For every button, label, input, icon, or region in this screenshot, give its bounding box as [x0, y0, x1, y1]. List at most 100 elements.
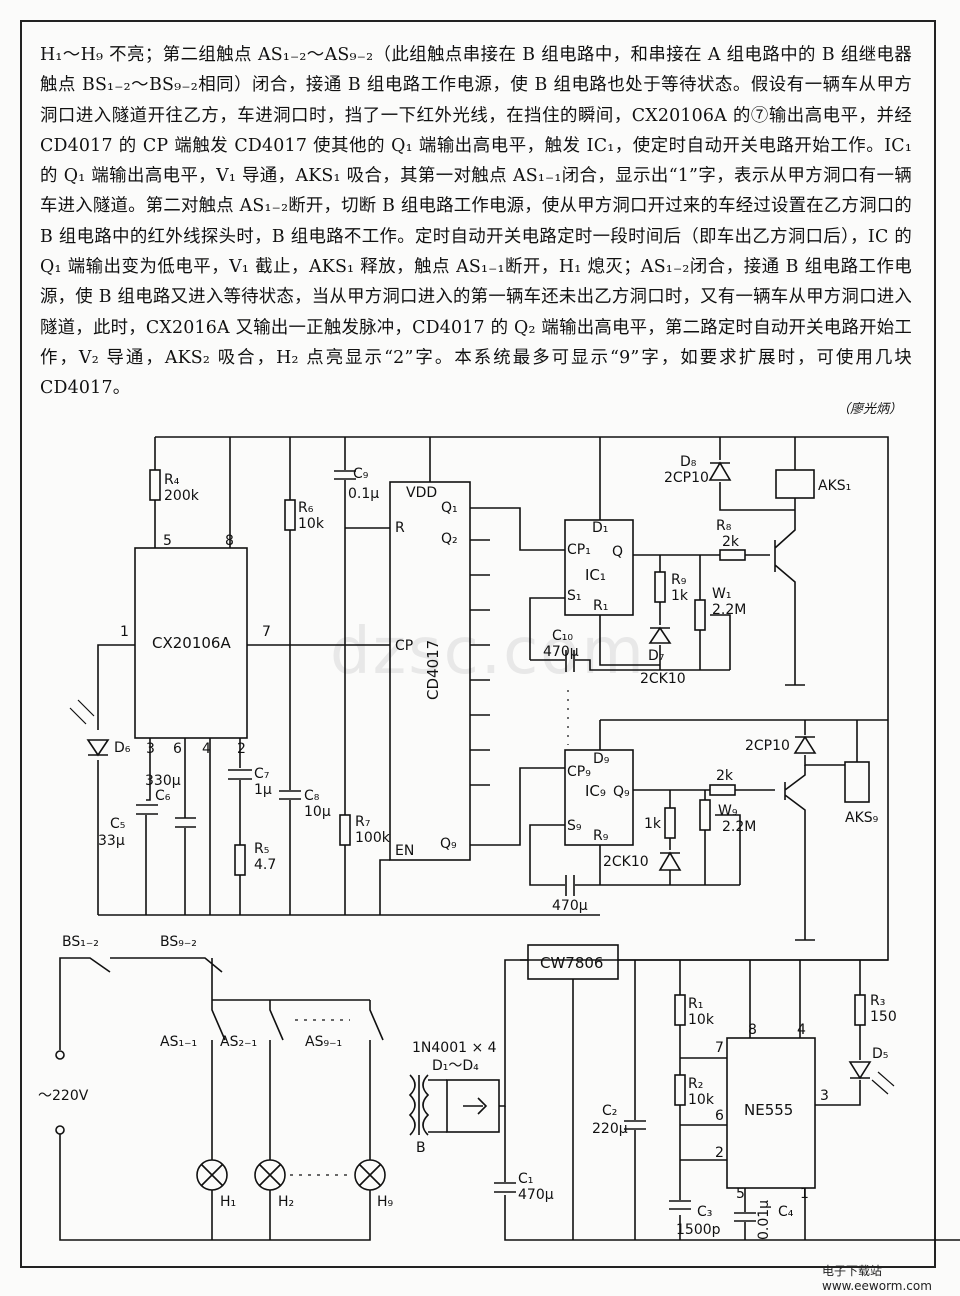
lamp-return — [59, 1134, 371, 1241]
r5-resistor — [234, 844, 246, 876]
c5-c6-caps — [136, 804, 196, 828]
r2k-resistor — [709, 784, 736, 796]
c4-cap — [734, 1212, 756, 1222]
c10-label: C₁₀ — [552, 628, 573, 644]
ic1-label: IC₁ — [585, 566, 606, 584]
as-contacts — [211, 999, 384, 1160]
r7-value: 100k — [355, 830, 391, 846]
r3-value: 150 — [870, 1009, 897, 1025]
r1k-resistor — [664, 807, 676, 839]
r8-resistor — [719, 549, 746, 561]
c9-cap — [334, 470, 356, 480]
c7-label: C₇ — [254, 766, 269, 782]
d8-wires — [719, 437, 795, 511]
cx20106a-label: CX20106A — [152, 634, 231, 652]
aks1-relay-coil — [775, 469, 815, 499]
ne-pin-6: 6 — [715, 1108, 724, 1124]
r6-label: R₆ — [298, 500, 314, 516]
w1-value: 2.2M — [712, 602, 746, 618]
cx-pin-2: 2 — [237, 741, 246, 757]
cx-pin-5: 5 — [163, 533, 172, 549]
c9-label: C₉ — [353, 466, 369, 482]
ic1-pin-r: R₁ — [593, 598, 608, 614]
cd-pin-q1: Q₁ — [441, 500, 458, 516]
d8-value: 2CP10 — [664, 470, 709, 486]
r2-resistor — [674, 1074, 686, 1106]
d2cp-label: 2CP10 — [745, 738, 790, 754]
cd-pin-q2: Q₂ — [441, 531, 458, 547]
r2-label: R₂ — [688, 1076, 703, 1092]
lamp-h2 — [254, 1159, 286, 1191]
c9-value: 0.1μ — [348, 486, 379, 502]
v1-transistor — [774, 437, 796, 685]
ne555-label: NE555 — [744, 1101, 793, 1119]
ic1-c10-wire — [530, 659, 730, 671]
ne555-wires — [679, 960, 806, 1240]
r2k-label: 2k — [716, 768, 734, 784]
ic1-pin-cp: CP₁ — [567, 542, 591, 558]
bridge-diode-symbol — [463, 1097, 488, 1115]
w9-wiper — [715, 814, 741, 885]
c6-value: 330μ — [145, 773, 181, 789]
bridge-label: 1N4001 × 4 — [412, 1040, 497, 1056]
d7-label: D₇ — [648, 648, 664, 664]
ic9-label: IC₉ — [585, 782, 606, 800]
lamp-h9 — [354, 1159, 386, 1191]
r5-value: 4.7 — [254, 857, 276, 873]
d6-light-arrows — [69, 699, 95, 725]
c2-value: 220μ — [592, 1121, 628, 1137]
r2-value: 10k — [688, 1092, 715, 1108]
d2ck-label: 2CK10 — [603, 854, 649, 870]
d8-label: D₈ — [680, 454, 697, 470]
c4-value: 0.01μ — [756, 1200, 772, 1240]
w1-label: W₁ — [712, 586, 731, 602]
c9-r7-wires — [344, 437, 390, 915]
description-text: H₁～H₉ 不亮；第二组触点 AS₁₋₂～AS₉₋₂（此组触点串接在 B 组电路… — [40, 40, 912, 404]
as2-label: AS₂₋₁ — [220, 1034, 257, 1050]
r9-label: R₉ — [671, 572, 687, 588]
d6-wires — [97, 644, 135, 915]
r5-label: R₅ — [254, 841, 269, 857]
d7-diode — [648, 626, 672, 644]
cd-power-wires — [379, 437, 431, 915]
ne-pin-3: 3 — [820, 1088, 829, 1104]
d2cp-wires — [804, 720, 845, 766]
cx-pin-1: 1 — [120, 624, 129, 640]
c470-label: 470μ — [552, 898, 588, 914]
w1-pot — [694, 599, 706, 631]
d6-label: D₆ — [114, 740, 131, 756]
h1-label: H₁ — [220, 1194, 236, 1210]
ne-pin-5: 5 — [736, 1186, 745, 1202]
c10-cap — [565, 650, 575, 672]
cd-output-wires — [470, 507, 565, 846]
ic9-wires — [529, 719, 888, 886]
bs9-label: BS₉₋₂ — [160, 934, 197, 950]
d8-diode — [708, 461, 732, 481]
cx-pin-4: 4 — [202, 741, 211, 757]
cw7806-label: CW7806 — [540, 954, 603, 972]
cx-wires — [154, 437, 390, 646]
w1-wiper — [710, 614, 731, 670]
cd-pin-vdd: VDD — [406, 485, 437, 501]
bs1-label: BS₁₋₂ — [62, 934, 99, 950]
r6-value: 10k — [298, 516, 325, 532]
ic9-pin-cp: CP₉ — [567, 764, 591, 780]
r9-resistor — [654, 571, 666, 603]
ne-pin-7: 7 — [715, 1040, 724, 1056]
r7-resistor — [339, 814, 351, 846]
ne-pin-8: 8 — [748, 1022, 757, 1038]
ic9-pin-s: S₉ — [567, 818, 582, 834]
psu-wires — [428, 959, 528, 1133]
regulator-wires — [504, 959, 960, 1241]
d5-led — [848, 1061, 872, 1080]
r1-label: R₁ — [688, 996, 703, 1012]
c1-label: C₁ — [518, 1171, 533, 1187]
ic1-wires — [529, 437, 770, 670]
cx-pin-7: 7 — [262, 624, 271, 640]
c8-cap — [279, 790, 301, 800]
d2ck-diode — [658, 851, 682, 871]
c2-cap — [624, 1120, 646, 1130]
d2cp-diode — [793, 735, 817, 754]
d5-label: D₅ — [872, 1046, 888, 1062]
page-frame — [20, 20, 936, 1268]
